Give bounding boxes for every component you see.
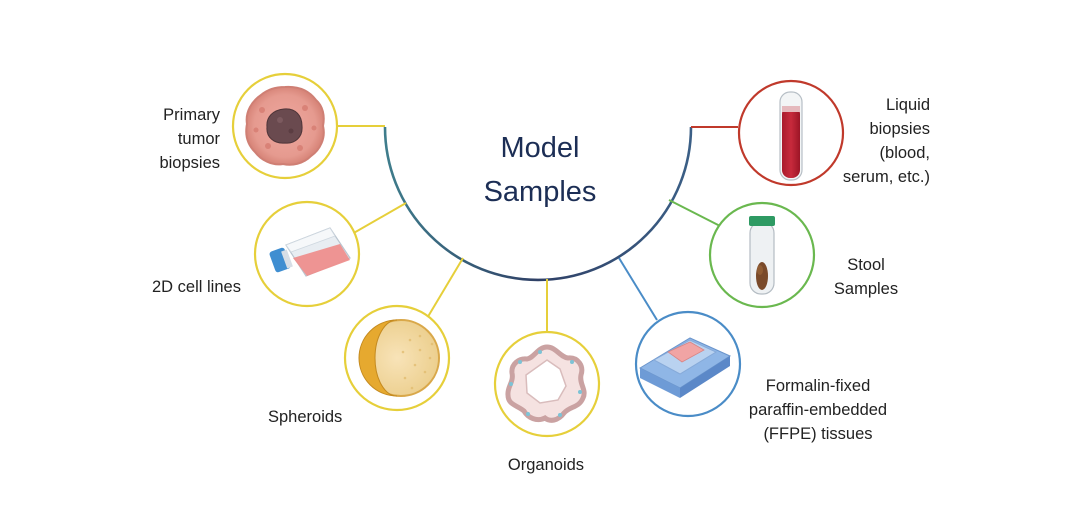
label-primary-tumor: Primary tumor biopsies [159, 106, 220, 172]
cell-culture-flask-icon [269, 227, 351, 277]
cell-lines-node [253, 200, 361, 308]
organoids-node [493, 330, 601, 438]
stool-tube-icon [749, 216, 775, 295]
label-cell-lines: 2D cell lines [152, 278, 241, 296]
label-ffpe: Formalin-fixed paraffin-embedded (FFPE) … [748, 377, 888, 443]
ffpe-block-icon [638, 337, 732, 398]
connector-stool [668, 199, 725, 229]
spheroids-node [343, 304, 451, 412]
label-organoids: Organoids [507, 456, 585, 474]
spheroid-icon [358, 319, 440, 397]
primary-tumor-node [231, 72, 339, 180]
stool-node [708, 201, 816, 309]
label-spheroids: Spheroids [268, 408, 343, 426]
diagram-title-line2: Samples [483, 176, 597, 208]
diagram-title-line1: Model [500, 132, 580, 164]
blood-tube-icon [779, 91, 803, 181]
central-arc [383, 126, 693, 282]
organoid-icon [505, 344, 587, 423]
label-liquid: Liquid biopsies (blood, serum, etc.) [842, 96, 930, 186]
label-stool: Stool Samples [833, 256, 899, 298]
tumor-biopsy-icon [245, 85, 325, 166]
liquid-node [737, 79, 845, 187]
connector-ffpe [618, 257, 658, 321]
ffpe-node [634, 310, 742, 418]
